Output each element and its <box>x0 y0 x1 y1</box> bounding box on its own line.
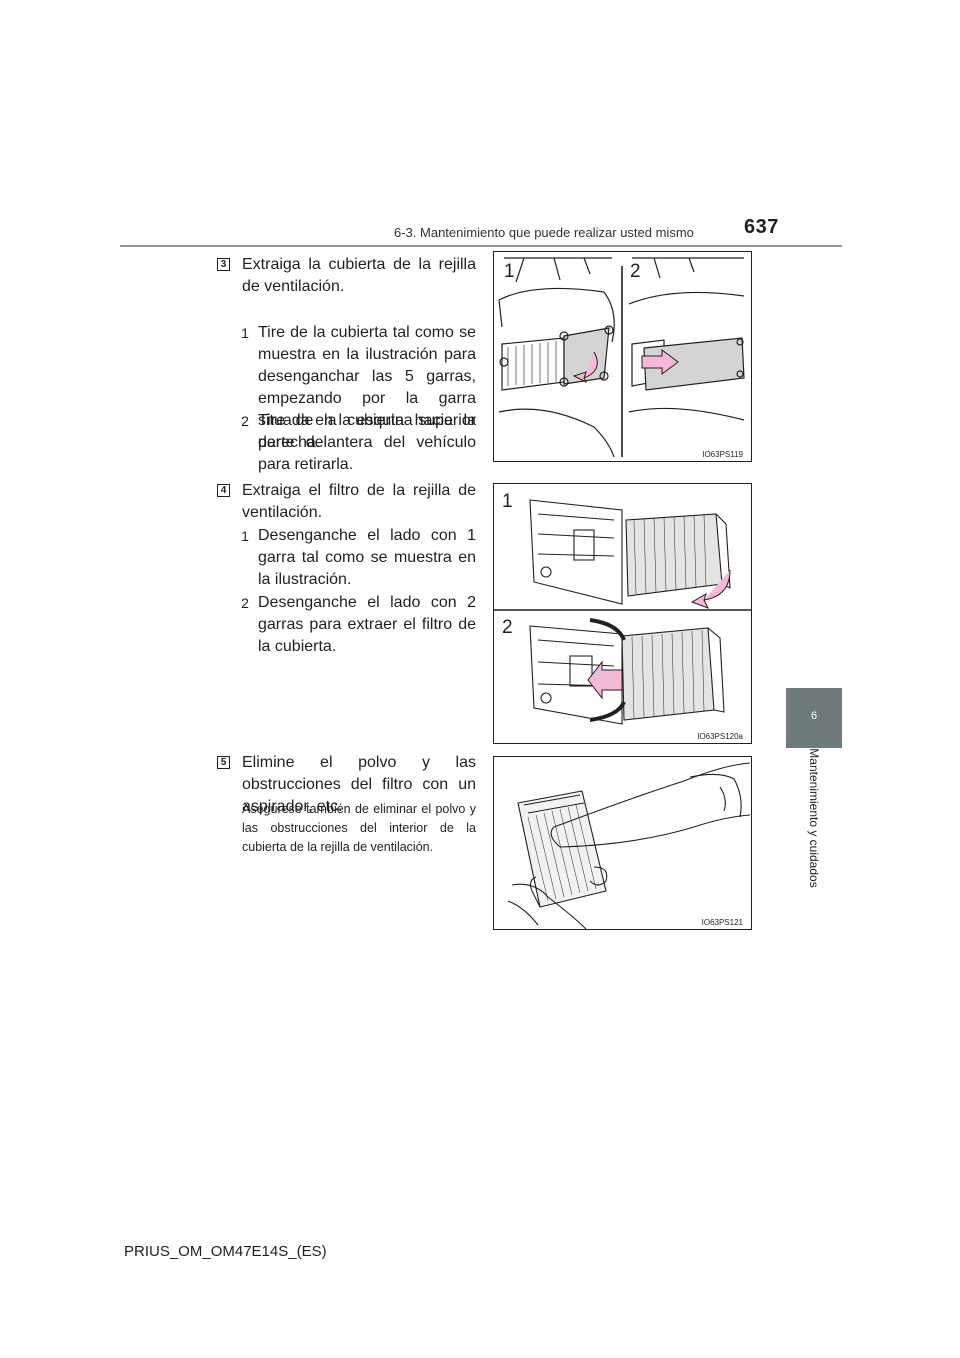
figure-vent-cover-removal: 1 2 IO63PS119 <box>493 251 752 462</box>
substep-text: Desenganche el lado con 1 garra tal como… <box>258 527 476 588</box>
substep-number: 1 <box>241 325 249 341</box>
vent-cover-illustration <box>498 257 745 458</box>
step-number-5: 5 <box>217 756 230 769</box>
vacuum-illustration <box>507 762 751 929</box>
figure-callout: 2 <box>630 261 641 282</box>
substep-number: 2 <box>241 595 249 611</box>
figure-filter-removal: 1 2 IO63PS120a <box>493 483 752 744</box>
figure-code: IO63PS121 <box>699 918 745 927</box>
substep-text: Tire de la cubierta hacia la parte delan… <box>258 412 476 473</box>
substep-number: 2 <box>241 413 249 429</box>
figure-callout: 1 <box>504 261 515 282</box>
chapter-tab[interactable]: 6 <box>786 688 842 748</box>
filter-illustration <box>494 499 751 725</box>
substep-text: Desenganche el lado con 2 garras para ex… <box>258 594 476 655</box>
figure-code: IO63PS119 <box>700 450 745 459</box>
step-4-text: Extraiga el filtro de la rejilla de vent… <box>242 482 476 521</box>
substep-number: 1 <box>241 528 249 544</box>
step-number-3: 3 <box>217 258 230 271</box>
figure-code: IO63PS120a <box>695 732 745 741</box>
figure-callout: 1 <box>502 491 513 512</box>
chapter-label: Mantenimiento y cuidados <box>807 748 821 888</box>
chapter-number: 6 <box>810 710 818 722</box>
step-5-note: Asegúrese también de eliminar el polvo y… <box>242 802 476 854</box>
substep-text: Tire de la cubierta tal como se muestra … <box>258 324 476 451</box>
section-title: 6-3. Mantenimiento que puede realizar us… <box>394 225 694 240</box>
figure-vacuum-filter: IO63PS121 <box>493 756 752 930</box>
figure-callout: 2 <box>502 617 513 638</box>
header-rule <box>120 245 842 247</box>
step-3-text: Extraiga la cubierta de la rejilla de ve… <box>242 256 476 295</box>
step-5-text: Elimine el polvo y las obstrucciones del… <box>242 754 476 815</box>
document-id: PRIUS_OM_OM47E14S_(ES) <box>124 1243 327 1260</box>
page-number: 637 <box>744 216 779 238</box>
step-number-4: 4 <box>217 484 230 497</box>
